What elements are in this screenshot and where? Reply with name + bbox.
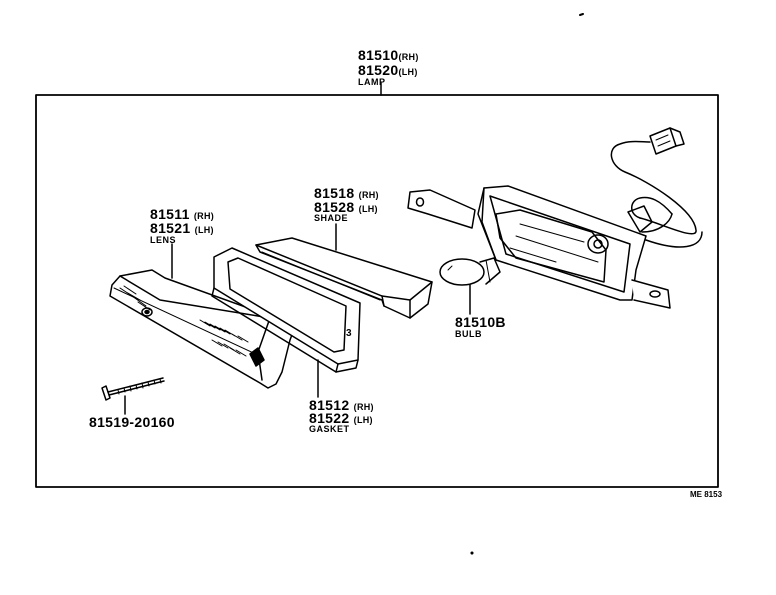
- shade-drawing: [255, 237, 433, 319]
- shade-side-lh: (LH): [358, 204, 378, 214]
- lens-part-number-lh: 81521: [150, 220, 191, 236]
- wire-harness-drawing: [610, 127, 703, 248]
- lamp-part-number-rh: 81510: [358, 47, 399, 63]
- shade-part-number-lh: 81528: [314, 199, 355, 215]
- shade-part-number-rh: 81518: [314, 185, 355, 201]
- bulb-part-number: 81510B: [455, 314, 506, 330]
- shade-name: SHADE: [314, 213, 349, 223]
- bulb-name: BULB: [455, 329, 482, 339]
- gasket-part-number-rh: 81512: [309, 397, 350, 413]
- lamp-part-number-lh: 81520: [358, 62, 399, 78]
- lens-name: LENS: [150, 235, 177, 245]
- lamp-side-rh: (RH): [398, 52, 419, 62]
- lens-part-number-rh: 81511: [150, 206, 190, 222]
- screw-drawing: [101, 377, 165, 401]
- gasket-side-lh: (LH): [353, 415, 373, 425]
- dot-mark: [470, 551, 474, 555]
- gasket-side-rh: (RH): [353, 402, 374, 412]
- lens-side-rh: (RH): [193, 211, 215, 221]
- screw-part-number: 81519-20160: [89, 414, 175, 430]
- lamp-side-lh: (LH): [398, 67, 418, 77]
- lens-side-lh: (LH): [194, 225, 214, 235]
- gasket-name: GASKET: [309, 424, 350, 434]
- housing-drawing: [407, 185, 671, 309]
- gasket-drawing: [211, 247, 361, 373]
- lamp-name: LAMP: [358, 77, 386, 87]
- stray-mark: [579, 13, 584, 16]
- bulb-drawing: [439, 257, 501, 286]
- figure-code: ME 8153: [690, 490, 723, 499]
- assembly-frame: [35, 94, 719, 488]
- gasket-part-number-lh: 81522: [309, 410, 350, 426]
- shade-side-rh: (RH): [358, 190, 379, 200]
- gasket-mark: 3: [346, 328, 352, 339]
